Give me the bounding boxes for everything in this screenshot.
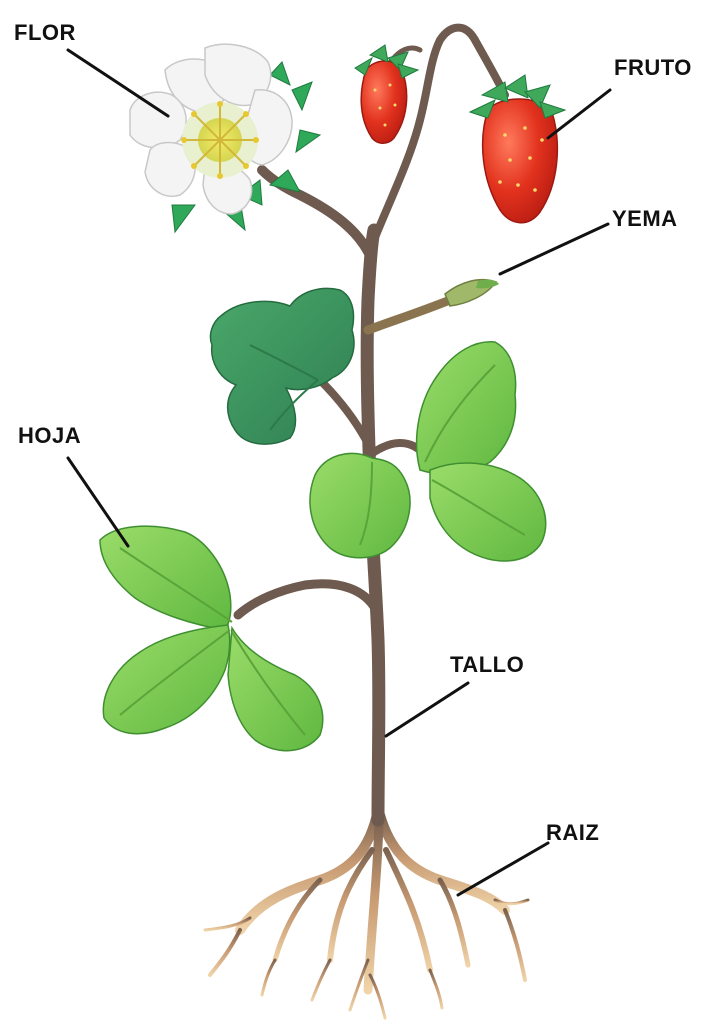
label-raiz: RAIZ: [546, 822, 599, 844]
label-yema: YEMA: [612, 208, 678, 230]
strawberry-large: [470, 75, 565, 223]
bud: [445, 280, 499, 306]
strawberry-small: [355, 45, 418, 143]
leaf-upper-dark: [210, 288, 354, 444]
leader-flor: [68, 50, 168, 116]
label-flor: FLOR: [14, 22, 76, 44]
leader-yema: [500, 224, 608, 274]
flower: [130, 44, 320, 232]
roots: [205, 810, 528, 1018]
label-tallo: TALLO: [450, 654, 524, 676]
leader-raiz: [458, 843, 548, 895]
leader-tallo: [386, 683, 468, 736]
leader-hoja: [68, 458, 128, 546]
leader-fruto: [548, 90, 610, 138]
label-hoja: HOJA: [18, 425, 81, 447]
label-fruto: FRUTO: [614, 57, 692, 79]
leaf-right-upper: [417, 342, 516, 475]
leaf-lower: [100, 526, 323, 751]
